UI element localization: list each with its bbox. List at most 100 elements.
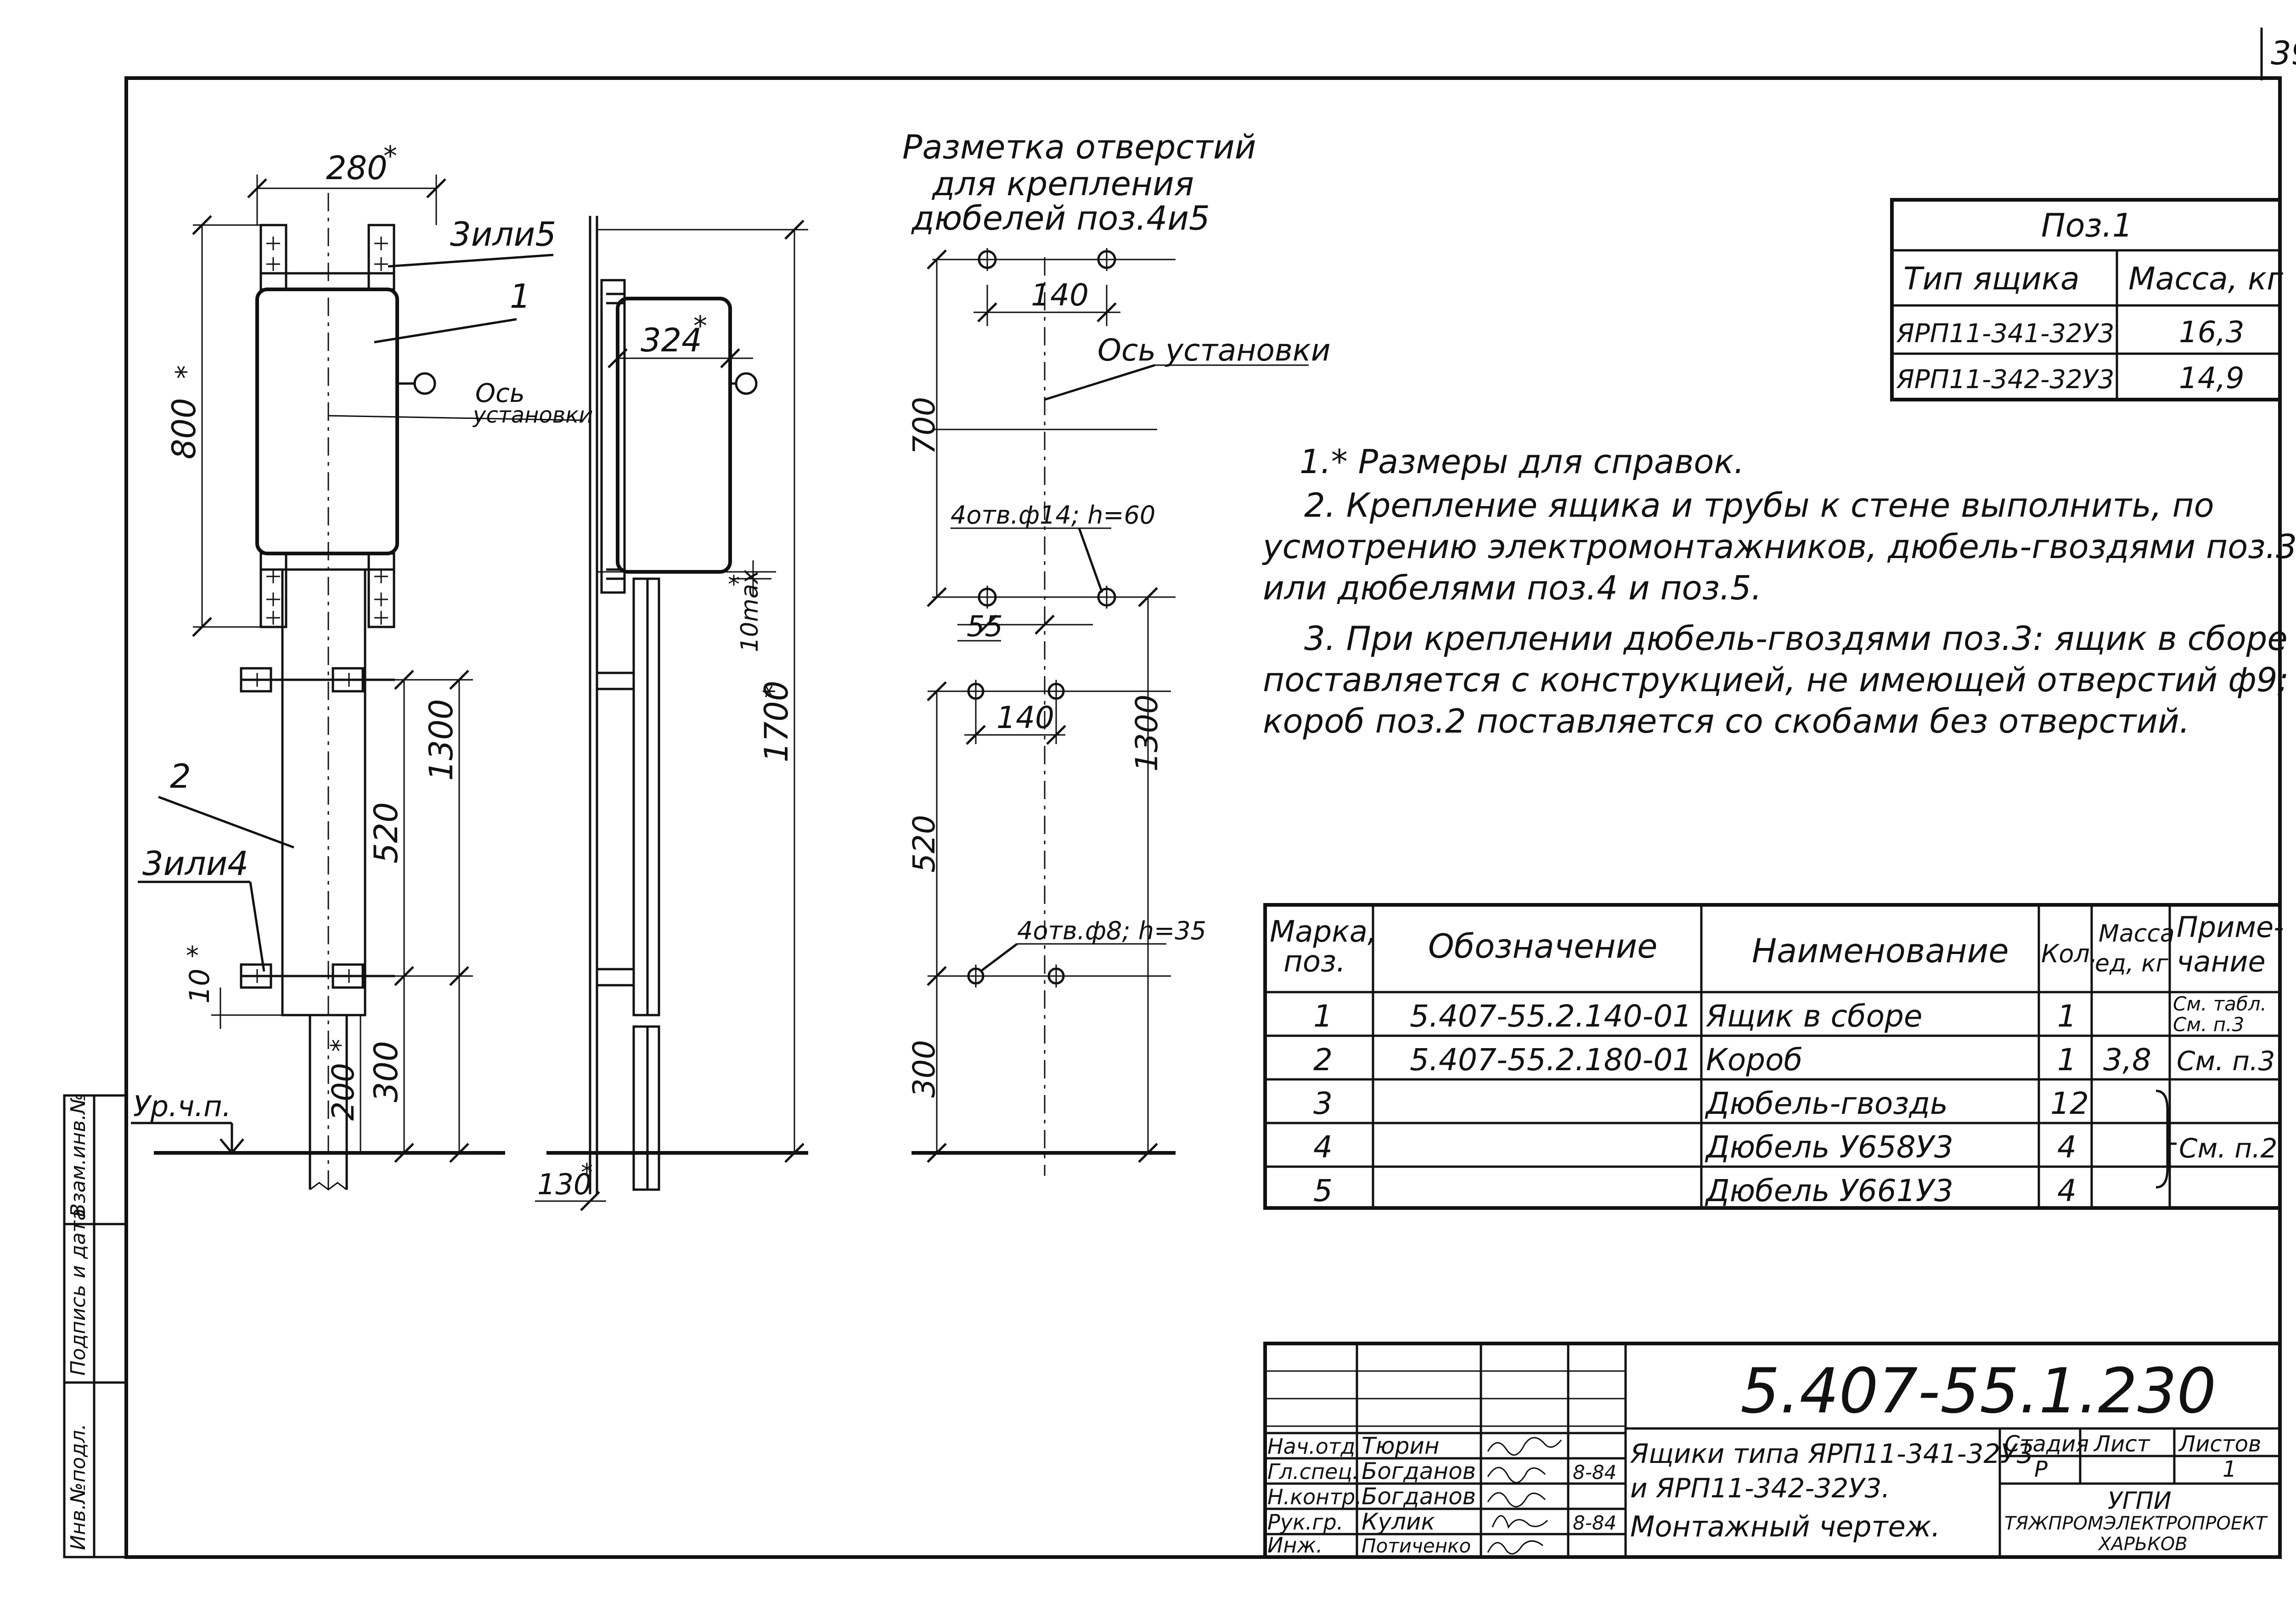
spec-head-name: Наименование <box>1752 931 2009 970</box>
note-3a: 3. При креплении дюбель-гвоздями поз.3: … <box>1304 619 2296 658</box>
title-line-1: Ящики типа ЯРП11-341-32У3 <box>1630 1438 2033 1469</box>
stage-value: Р <box>2034 1456 2048 1482</box>
pos1-col-mass: Масса, кг <box>2128 261 2284 297</box>
dim-1700-star: * <box>758 684 790 698</box>
name-5: Потиченко <box>1362 1535 1471 1557</box>
spec-row5-qty: 4 <box>2057 1173 2077 1208</box>
stage-label: Стадия <box>2004 1431 2089 1457</box>
pos1-row2-mass: 14,9 <box>2179 361 2245 395</box>
pos1-table: Поз.1 Тип ящика Масса, кг ЯРП11-341-32У3… <box>1890 198 2284 401</box>
dim-700: 700 <box>906 397 942 455</box>
spec-row2-mass: 3,8 <box>2103 1042 2151 1078</box>
callout-3or4: 3или4 <box>142 844 248 883</box>
spec-row1-note2: См. п.3 <box>2173 1013 2244 1036</box>
axis-label-marking: Ось установки <box>1097 333 1331 368</box>
pos1-col-type: Тип ящика <box>1903 261 2080 297</box>
role-5: Инж. <box>1267 1533 1323 1558</box>
role-3: Н.контр. <box>1267 1484 1362 1509</box>
hole-marking: Разметка отверстий для крепления дюбелей… <box>902 128 1331 1176</box>
dim-10max: 10max <box>736 569 764 652</box>
spec-row: 1 5.407-55.2.140-01 Ящик в сборе 1 См. т… <box>1313 993 2267 1036</box>
spec-row1-designation: 5.407-55.2.140-01 <box>1410 999 1692 1034</box>
spec-row1-note: См. табл. <box>2173 993 2267 1015</box>
spec-row4-qty: 4 <box>2057 1129 2077 1165</box>
org-line-2: ТЯЖПРОМЭЛЕКТРОПРОЕКТ <box>2004 1513 2268 1534</box>
drawing-code: 5.407-55.1.230 <box>1740 1355 2216 1427</box>
spec-row: 2 5.407-55.2.180-01 Короб 1 3,8 См. п.3 <box>1313 1042 2275 1078</box>
dim-10max-star: * <box>728 571 740 598</box>
stamp-signature-date: Подпись и дата <box>67 1208 90 1376</box>
marking-title-2: для крепления <box>931 164 1194 203</box>
dim-10-star: * <box>186 941 199 971</box>
pos1-row1-mass: 16,3 <box>2179 316 2245 350</box>
dim-140-top: 140 <box>1031 277 1089 313</box>
sheet-frame <box>124 76 2282 1559</box>
callout-3or5: 3или5 <box>450 215 556 254</box>
dim-520-marking: 520 <box>906 815 942 873</box>
spec-row3-qty: 12 <box>2050 1086 2089 1121</box>
name-3: Богданов <box>1362 1483 1476 1510</box>
pos1-row2-type: ЯРП11-342-32У3 <box>1896 365 2114 395</box>
spec-row: 5 Дюбель У661У3 4 <box>1313 1173 2077 1208</box>
holes-top-label: 4отв.ф14; h=60 <box>951 501 1155 530</box>
spec-row2-qty: 1 <box>2057 1042 2077 1078</box>
pos1-title: Поз.1 <box>2041 207 2133 244</box>
spec-row1-name: Ящик в сборе <box>1705 999 1923 1034</box>
date-1: 8-84 <box>1573 1461 1616 1484</box>
sheets-label: Листов <box>2178 1431 2261 1457</box>
spec-head-note-1: Приме- <box>2177 910 2284 944</box>
title-line-3: Монтажный чертеж. <box>1630 1510 1940 1543</box>
spec-head-mass-1: Масса <box>2099 920 2175 948</box>
dim-300-front: 300 <box>367 1041 405 1102</box>
note-2a: 2. Крепление ящика и трубы к стене выпол… <box>1304 486 2214 525</box>
sheet-label: Лист <box>2093 1431 2151 1457</box>
spec-head-designation: Обозначение <box>1428 927 1658 965</box>
note-2b: усмотрению электромонтажников, дюбель-гв… <box>1262 527 2296 566</box>
page-number: 39 <box>2271 34 2296 72</box>
spec-row1-qty: 1 <box>2057 999 2077 1034</box>
note-3b: поставляется с конструкцией, не имеющей … <box>1263 660 2289 699</box>
org-line-1: УГПИ <box>2108 1487 2172 1515</box>
dim-140-bottom: 140 <box>996 700 1054 735</box>
dim-130-star: * <box>581 1159 593 1186</box>
marking-title-1: Разметка отверстий <box>902 128 1256 166</box>
role-1: Нач.отд <box>1267 1434 1355 1459</box>
spec-row3-name: Дюбель-гвоздь <box>1705 1086 1948 1121</box>
title-block: 5.407-55.1.230 Ящики типа ЯРП11-341-32У3… <box>1263 1342 2282 1559</box>
dim-324: 324 <box>641 322 702 359</box>
dim-130: 130 <box>537 1168 591 1201</box>
dim-200-front: 200 <box>326 1063 361 1121</box>
marking-title-3: дюбелей поз.4и5 <box>911 199 1210 237</box>
spec-head-mark-1: Марка, <box>1270 915 1377 949</box>
spec-head-note-2: чание <box>2177 945 2266 978</box>
dim-300-marking: 300 <box>906 1040 942 1098</box>
role-2: Гл.спец. <box>1267 1459 1359 1484</box>
spec-table: Марка, поз. Обозначение Наименование Кол… <box>1263 903 2284 1210</box>
dim-800-star: * <box>170 365 202 379</box>
dim-520-front: 520 <box>367 802 405 864</box>
spec-row2-name: Короб <box>1706 1042 1802 1078</box>
spec-row2-mark: 2 <box>1313 1042 1333 1078</box>
dim-280-star: * <box>383 140 397 172</box>
pos1-row1-type: ЯРП11-341-32У3 <box>1896 319 2114 349</box>
stamp-replacement: Взам.инв.№ <box>67 1093 90 1217</box>
spec-head-qty: Кол. <box>2041 939 2098 968</box>
title-line-2: и ЯРП11-342-32У3. <box>1630 1473 1890 1504</box>
role-4: Рук.гр. <box>1267 1510 1343 1535</box>
name-1: Тюрин <box>1362 1433 1440 1459</box>
spec-row4-mark: 4 <box>1313 1129 1333 1165</box>
stamp-inventory: Инв.№подл. <box>67 1423 90 1550</box>
floor-level-label: Ур.ч.п. <box>133 1089 231 1123</box>
signatures <box>1487 1437 1562 1555</box>
front-view: 280 * 800 * 3или5 1 Ось установки 2 3или… <box>131 140 593 1194</box>
name-4: Кулик <box>1362 1508 1435 1535</box>
note-1: 1.* Размеры для справок. <box>1300 442 1745 481</box>
dim-280: 280 <box>326 149 388 187</box>
callout-pos1: 1 <box>510 277 531 316</box>
spec-row: 4 Дюбель У658У3 4 См. п.2 <box>1313 1129 2277 1165</box>
duct <box>281 568 366 1016</box>
notes: 1.* Размеры для справок. 2. Крепление ящ… <box>1262 442 2296 740</box>
dim-800: 800 <box>165 398 203 459</box>
dim-200-star: * <box>326 1039 355 1052</box>
